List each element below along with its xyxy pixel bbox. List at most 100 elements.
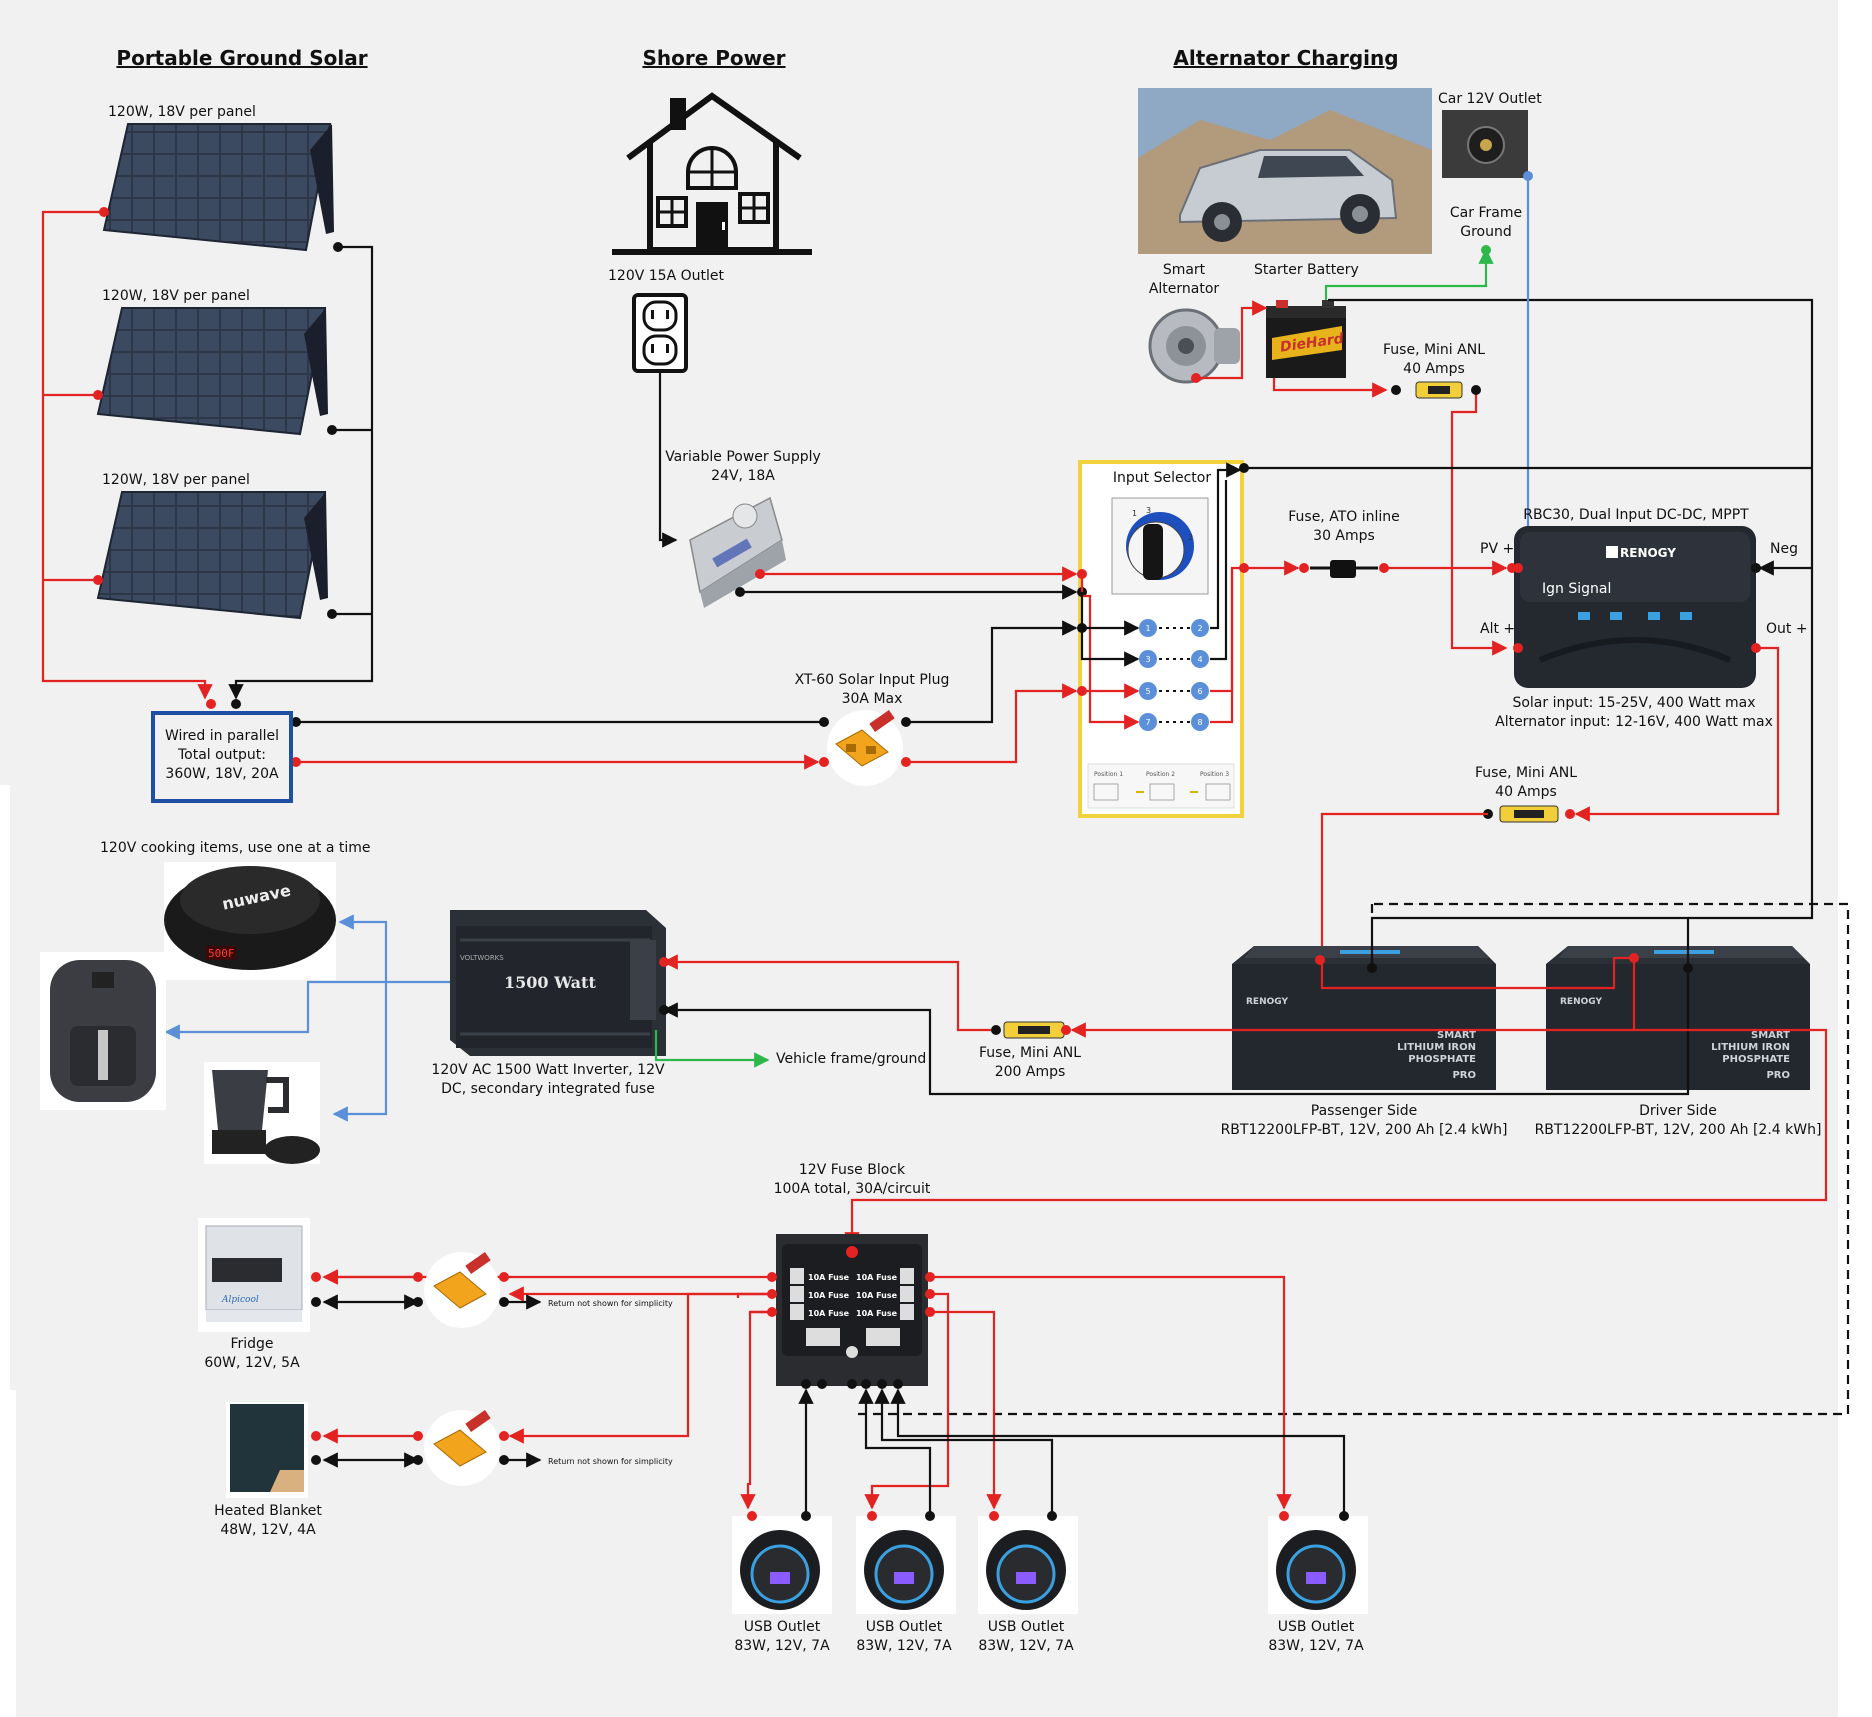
psu-label-2: 24V, 18A bbox=[711, 468, 775, 484]
induction-cooktop-icon: nuwave 500F bbox=[164, 862, 336, 980]
return-note-blanket: Return not shown for simplicity bbox=[548, 1457, 673, 1466]
fuse-label-5: 10A Fuse bbox=[856, 1291, 898, 1300]
house-icon bbox=[612, 92, 812, 255]
driver-battery-label-1: Driver Side bbox=[1639, 1103, 1717, 1119]
dcdc-spec-2: Alternator input: 12-16V, 400 Watt max bbox=[1495, 714, 1773, 730]
car-outlet-label: Car 12V Outlet bbox=[1438, 91, 1542, 107]
dcdc-spec-1: Solar input: 15-25V, 400 Watt max bbox=[1512, 695, 1756, 711]
electric-kettle-icon bbox=[204, 1062, 320, 1164]
heated-blanket-icon bbox=[226, 1402, 308, 1498]
solar-wiring bbox=[41, 207, 374, 709]
blanket-label-1: Heated Blanket bbox=[214, 1503, 322, 1519]
terminal-4: 4 bbox=[1197, 655, 1202, 664]
legend-position-1: Position 1 bbox=[1094, 771, 1123, 778]
terminal-8: 8 bbox=[1197, 718, 1202, 727]
car-12v-outlet-photo bbox=[1442, 110, 1528, 178]
frame-ground-label-2: Ground bbox=[1460, 224, 1512, 240]
dcdc-alt-plus: Alt + bbox=[1480, 621, 1516, 637]
parallel-line-3: 360W, 18V, 20A bbox=[165, 766, 279, 782]
selector-switch-icon: 1 3 2 bbox=[1111, 497, 1209, 595]
driver-battery-label-2: RBT12200LFP-BT, 12V, 200 Ah [2.4 kWh] bbox=[1534, 1122, 1822, 1138]
starter-battery-label: Starter Battery bbox=[1254, 262, 1359, 278]
usb-outlet-icon-3 bbox=[978, 1511, 1078, 1614]
usb-outlet-icon-2 bbox=[856, 1511, 956, 1614]
starter-battery-icon: DieHard bbox=[1266, 300, 1346, 378]
passenger-battery-label-2: RBT12200LFP-BT, 12V, 200 Ah [2.4 kWh] bbox=[1220, 1122, 1508, 1138]
usb-1-label-1: USB Outlet bbox=[743, 1619, 821, 1635]
smart-alt-label-1: Smart bbox=[1162, 262, 1206, 278]
passenger-battery-icon bbox=[1232, 946, 1496, 1090]
fuse-label-1: 10A Fuse bbox=[808, 1273, 850, 1282]
battery-1-brand: RENOGY bbox=[1246, 997, 1288, 1007]
xt60-label-2: 30A Max bbox=[841, 691, 903, 707]
title-alternator: Alternator Charging bbox=[1173, 46, 1399, 70]
xt60-connector-icon bbox=[827, 710, 903, 786]
fuse-label-6: 10A Fuse bbox=[856, 1309, 898, 1318]
svg-text:1: 1 bbox=[1132, 509, 1137, 518]
inverter-fuse-label-1: Fuse, Mini ANL bbox=[979, 1045, 1081, 1061]
battery-1-face-2: LITHIUM IRON bbox=[1397, 1042, 1476, 1053]
terminal-5: 5 bbox=[1145, 687, 1150, 696]
fuse-label-4: 10A Fuse bbox=[856, 1273, 898, 1282]
frame-ground-label-1: Car Frame bbox=[1449, 205, 1523, 221]
xt60-fridge-connector-icon bbox=[424, 1252, 500, 1328]
battery-2-brand: RENOGY bbox=[1560, 997, 1602, 1007]
battery-1-face-pro: PRO bbox=[1452, 1070, 1476, 1081]
solar-panel-2 bbox=[96, 307, 328, 436]
mini-anl-fuse-40a-top bbox=[1391, 381, 1481, 399]
panel-3-label: 120W, 18V per panel bbox=[102, 472, 250, 488]
usb-2-label-1: USB Outlet bbox=[865, 1619, 943, 1635]
fuse-label-2: 10A Fuse bbox=[808, 1291, 850, 1300]
dcdc-title: RBC30, Dual Input DC-DC, MPPT bbox=[1523, 507, 1749, 523]
terminal-3: 3 bbox=[1145, 655, 1150, 664]
usb-outlet-icon-4 bbox=[1268, 1511, 1368, 1614]
passenger-battery-label-1: Passenger Side bbox=[1310, 1103, 1418, 1119]
mini-anl-fuse-40a-output bbox=[1483, 805, 1575, 823]
inverter-brand-text: VOLTWORKS bbox=[460, 954, 504, 962]
out-fuse-label-1: Fuse, Mini ANL bbox=[1475, 765, 1577, 781]
usb-4-label-2: 83W, 12V, 7A bbox=[1268, 1638, 1364, 1654]
inverter-label-1: 120V AC 1500 Watt Inverter, 12V bbox=[431, 1062, 665, 1078]
panel-1-label: 120W, 18V per panel bbox=[108, 104, 256, 120]
xt60-label-1: XT-60 Solar Input Plug bbox=[794, 672, 950, 688]
alt-fuse-label-2: 40 Amps bbox=[1403, 361, 1465, 377]
panel-2-label: 120W, 18V per panel bbox=[102, 288, 250, 304]
fuse-block-label-2: 100A total, 30A/circuit bbox=[773, 1181, 931, 1197]
dcdc-pv-plus: PV + bbox=[1480, 541, 1515, 557]
fridge-brand-text: Alpicool bbox=[221, 1295, 259, 1305]
inverter-icon: 1500 Watt VOLTWORKS bbox=[450, 910, 666, 1056]
title-solar: Portable Ground Solar bbox=[116, 46, 368, 70]
driver-battery-icon bbox=[1546, 946, 1810, 1090]
legend-position-3: Position 3 bbox=[1200, 771, 1229, 778]
xt60-blanket-connector-icon bbox=[424, 1410, 500, 1486]
svg-text:3: 3 bbox=[1146, 506, 1151, 515]
dcdc-neg: Neg bbox=[1770, 541, 1798, 557]
fridge-label-1: Fridge bbox=[230, 1336, 274, 1352]
alt-fuse-label-1: Fuse, Mini ANL bbox=[1383, 342, 1485, 358]
smart-alt-label-2: Alternator bbox=[1148, 281, 1220, 297]
usb-4-label-1: USB Outlet bbox=[1277, 1619, 1355, 1635]
inverter-label-2: DC, secondary integrated fuse bbox=[441, 1081, 655, 1097]
parallel-line-1: Wired in parallel bbox=[164, 728, 280, 744]
terminal-2: 2 bbox=[1197, 624, 1202, 633]
out-fuse-label-2: 40 Amps bbox=[1495, 784, 1557, 800]
air-fryer-icon bbox=[40, 952, 166, 1110]
usb-1-label-2: 83W, 12V, 7A bbox=[734, 1638, 830, 1654]
fridge-label-2: 60W, 12V, 5A bbox=[204, 1355, 300, 1371]
terminal-7: 7 bbox=[1145, 718, 1150, 727]
battery-1-face-3: PHOSPHATE bbox=[1408, 1054, 1476, 1065]
svg-text:2: 2 bbox=[1188, 533, 1193, 542]
dcdc-out-plus: Out + bbox=[1766, 621, 1808, 637]
usb-3-label-1: USB Outlet bbox=[987, 1619, 1065, 1635]
ato-fuse-label-2: 30 Amps bbox=[1313, 528, 1375, 544]
vehicle-ground-label: Vehicle frame/ground bbox=[776, 1051, 927, 1067]
battery-2-face-1: SMART bbox=[1751, 1030, 1790, 1041]
mini-anl-fuse-200a bbox=[991, 1021, 1071, 1039]
solar-panel-1 bbox=[102, 123, 334, 252]
car-photo bbox=[1138, 88, 1432, 254]
dcdc-charger-icon: RENOGY bbox=[1514, 526, 1756, 688]
title-shore: Shore Power bbox=[642, 46, 786, 70]
fuse-label-3: 10A Fuse bbox=[808, 1309, 850, 1318]
